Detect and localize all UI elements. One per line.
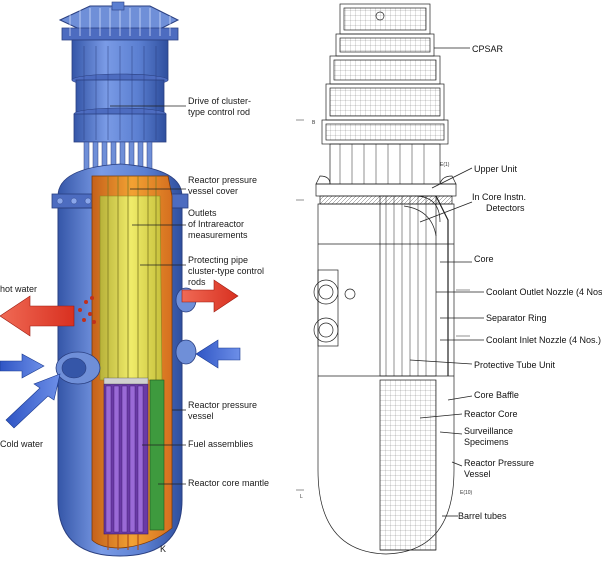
- mark-e1: E(1): [440, 162, 450, 168]
- right-engineering-drawing: [296, 3, 484, 555]
- label-cpsar: CPSAR: [472, 44, 504, 54]
- label-core-mantle: Reactor core mantle: [188, 478, 269, 488]
- right-leader-lines: [409, 47, 484, 517]
- label-fuel-assemblies: Fuel assemblies: [188, 439, 254, 449]
- label-core: Core: [474, 254, 494, 264]
- label-cold-water: Cold water: [0, 439, 43, 449]
- label-drive-cluster: Drive of cluster- type control rod: [188, 96, 254, 117]
- label-core-baffle: Core Baffle: [474, 390, 519, 400]
- label-separator-ring: Separator Ring: [486, 313, 547, 323]
- hot-water-arrow-right: [181, 279, 239, 313]
- cold-water-arrow: [0, 353, 61, 429]
- vessel-body: [57, 175, 183, 557]
- label-surveillance: Surveillance Specimens: [464, 426, 516, 447]
- label-marker-k: K: [160, 544, 166, 554]
- top-platform: [58, 1, 180, 41]
- label-coolant-inlet: Coolant Inlet Nozzle (4 Nos.): [486, 335, 601, 345]
- label-protecting-pipe: Protecting pipe cluster-type control rod…: [188, 255, 267, 287]
- label-in-core-detectors: In Core Instn. Detectors: [472, 192, 529, 213]
- hot-water-arrow: [0, 295, 75, 337]
- label-hot-water: hot water: [0, 284, 37, 294]
- label-barrel-tubes: Barrel tubes: [458, 511, 507, 521]
- left-labels: Drive of cluster- type control rod React…: [0, 96, 269, 554]
- right-labels: CPSAR Upper Unit In Core Instn. Detector…: [300, 44, 602, 521]
- label-upper-unit: Upper Unit: [474, 164, 518, 174]
- left-leader-lines: [110, 105, 186, 485]
- cold-water-arrow-right: [195, 339, 241, 369]
- drive-housing: [71, 39, 169, 173]
- label-pressure-vessel: Reactor pressure vessel: [188, 400, 260, 421]
- label-protective-tube: Protective Tube Unit: [474, 360, 556, 370]
- cpsar-block: [321, 3, 449, 145]
- right-vessel-body: [317, 195, 455, 555]
- label-outlets: Outlets of Intrareactor measurements: [188, 208, 248, 240]
- fuel-assemblies: [103, 377, 149, 535]
- label-vessel-cover: Reactor pressure vessel cover: [188, 175, 260, 196]
- right-nozzles: [313, 269, 356, 347]
- mark-e10: E(10): [460, 490, 473, 496]
- label-rpv: Reactor Pressure Vessel: [464, 458, 537, 479]
- dimension-marks: [296, 119, 470, 491]
- left-cutaway-illustration: Drive of cluster- type control rod React…: [0, 1, 269, 557]
- label-reactor-core: Reactor Core: [464, 409, 518, 419]
- label-coolant-outlet: Coolant Outlet Nozzle (4 Nos.): [486, 287, 602, 297]
- mark-b: B: [312, 120, 316, 126]
- vessel-nozzles: [55, 287, 197, 385]
- upper-unit: [315, 143, 457, 205]
- mark-l: L: [300, 494, 303, 500]
